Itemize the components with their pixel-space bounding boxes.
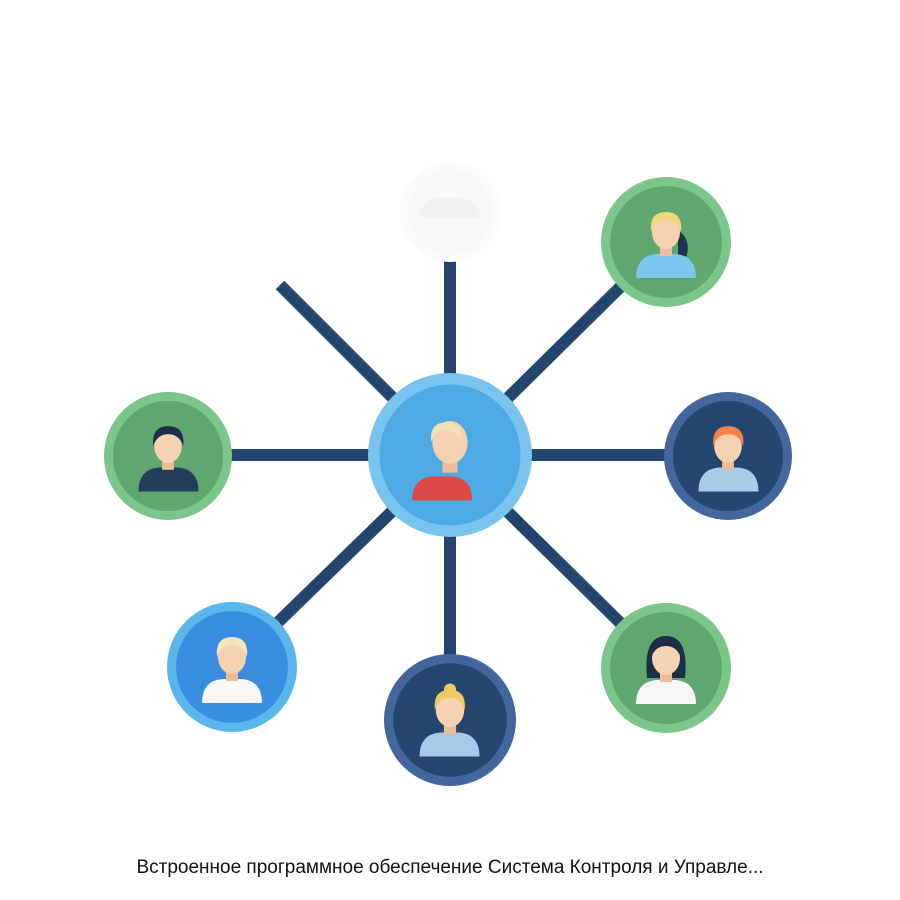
node-center <box>368 373 532 537</box>
person-bald-icon <box>202 637 262 703</box>
person-dark-hair-woman-icon <box>636 636 696 704</box>
node-bottom-right <box>601 603 731 733</box>
person-faded-icon <box>420 197 480 217</box>
node-bottom-left <box>167 602 297 732</box>
node-top <box>400 162 500 262</box>
person-red-shirt-icon <box>412 420 473 501</box>
node-right <box>664 392 792 520</box>
person-blonde-woman-icon <box>636 212 696 278</box>
person-dark-hair-man-icon <box>138 426 199 492</box>
node-top-right <box>601 177 731 307</box>
node-left <box>104 392 232 520</box>
person-redhead-icon <box>698 426 759 492</box>
person-bun-woman-icon <box>419 683 480 757</box>
node-bottom <box>384 654 516 786</box>
caption: Встроенное программное обеспечение Систе… <box>136 857 764 878</box>
